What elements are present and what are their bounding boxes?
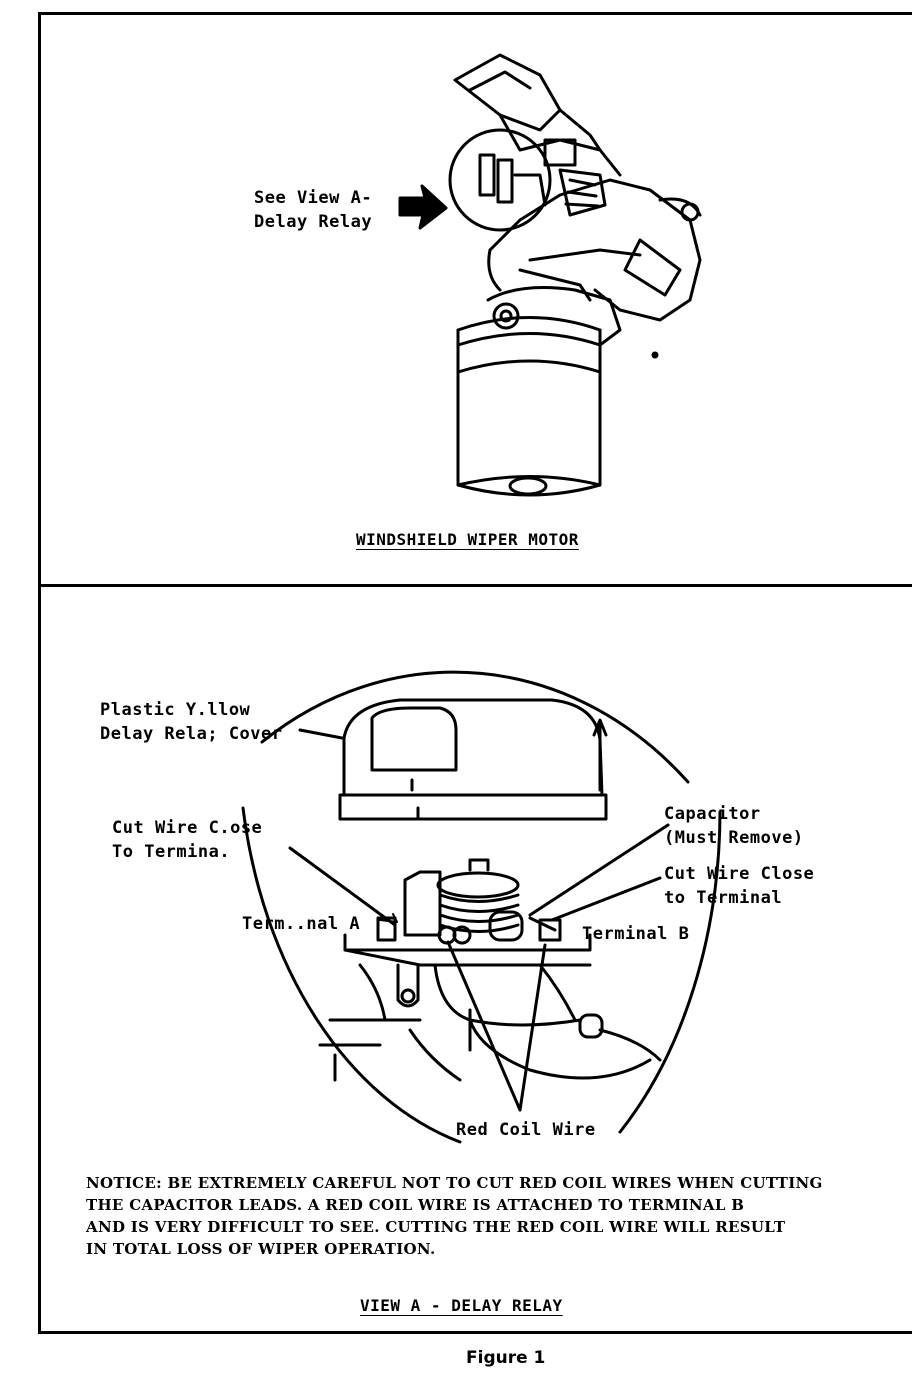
terminal-b-label: Terminal B [582, 924, 690, 944]
lift-arrow [592, 718, 608, 792]
view-circle-left [241, 806, 462, 1144]
leader-capacitor [528, 823, 670, 917]
relay-illustration [318, 858, 662, 1082]
relay-cover-illustration [338, 698, 608, 821]
capacitor-label: Capacitor (Must Remove) [664, 804, 804, 848]
cover-label: Plastic Y.llow Delay Rela; Cover [100, 700, 283, 744]
panel-divider [38, 584, 912, 587]
cut-wire-right-label: Cut Wire Close to Terminal [664, 864, 815, 908]
bottom-panel-title: VIEW A - DELAY RELAY [360, 1296, 563, 1315]
figure-caption: Figure 1 [466, 1348, 546, 1368]
view-circle-right [618, 810, 722, 1134]
top-panel-title: WINDSHIELD WIPER MOTOR [356, 530, 579, 549]
notice-text: NOTICE: BE EXTREMELY CAREFUL NOT TO CUT … [86, 1174, 823, 1258]
leader-red-coil-1 [446, 940, 522, 1112]
leader-cut-right [550, 876, 662, 922]
figure-frame [38, 12, 912, 1334]
leader-cover [298, 728, 344, 740]
callout-label: See View A- Delay Relay [254, 188, 373, 232]
wiper-motor-illustration [448, 53, 702, 497]
callout-arrow [398, 184, 448, 230]
leader-cut-left [288, 846, 397, 927]
cut-wire-left-label: Cut Wire C.ose To Termina. [112, 818, 263, 862]
terminal-a-label: Term..nal A [242, 914, 361, 934]
red-coil-wire-label: Red Coil Wire [456, 1120, 596, 1140]
leader-red-coil-2 [518, 943, 547, 1112]
view-circle-top [260, 670, 690, 784]
